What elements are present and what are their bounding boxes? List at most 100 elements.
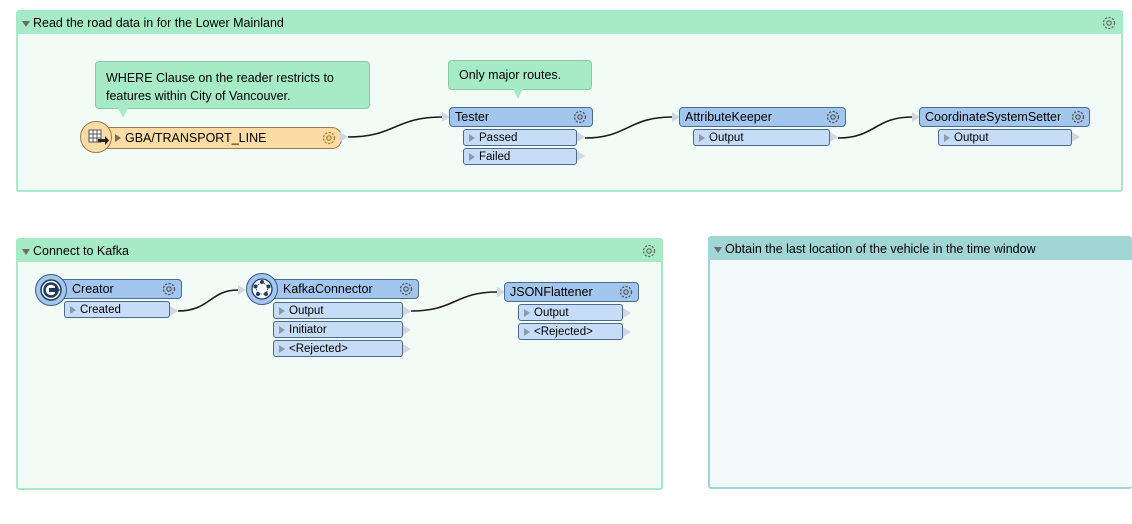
annotation-text: WHERE Clause on the reader restricts to … (106, 71, 334, 103)
port-triangle-icon (944, 133, 950, 142)
output-port-output[interactable]: Output (938, 129, 1072, 146)
transformer-label: Tester (455, 110, 490, 124)
bookmark-title: Read the road data in for the Lower Main… (33, 16, 284, 30)
output-port-arrow[interactable] (403, 325, 411, 335)
output-port-arrow[interactable] (340, 132, 348, 142)
connection-tester-attributekeeper (584, 116, 673, 139)
output-port-initiator[interactable]: Initiator (273, 321, 403, 338)
transformer-label: KafkaConnector (283, 282, 373, 296)
expand-triangle-icon[interactable] (115, 134, 121, 142)
annotation-major-routes[interactable]: Only major routes. (448, 60, 592, 90)
transformer-label: Creator (72, 282, 114, 296)
bookmark-header[interactable]: Obtain the last location of the vehicle … (710, 238, 1132, 260)
port-triangle-icon (524, 308, 530, 317)
port-label: Initiator (289, 323, 327, 336)
reader-head[interactable]: GBA/TRANSPORT_LINE (98, 127, 342, 149)
output-port-arrow[interactable] (403, 306, 411, 316)
transformer-head[interactable]: CoordinateSystemSetter (919, 107, 1090, 127)
gear-icon[interactable] (1101, 15, 1117, 31)
creator-icon (35, 274, 67, 306)
transformer-label: AttributeKeeper (685, 110, 772, 124)
transformer-coordinatesystemsetter[interactable]: CoordinateSystemSetter Output (912, 107, 1092, 149)
output-port-output[interactable]: Output (693, 129, 830, 146)
port-triangle-icon (469, 152, 475, 161)
output-port-arrow[interactable] (1072, 132, 1080, 142)
gear-icon[interactable] (398, 281, 414, 297)
transformer-tester[interactable]: Tester Passed Failed (442, 107, 593, 169)
table-reader-icon (80, 121, 112, 153)
input-port-arrow[interactable] (238, 285, 246, 295)
kafka-icon (246, 273, 278, 305)
transformer-attributekeeper[interactable]: AttributeKeeper Output (672, 107, 852, 149)
output-port-arrow[interactable] (623, 327, 631, 337)
collapse-triangle-icon[interactable] (22, 21, 30, 27)
bookmark-vehicle-location[interactable]: Obtain the last location of the vehicle … (708, 236, 1132, 489)
gear-icon[interactable] (825, 109, 841, 125)
port-label: <Rejected> (289, 342, 348, 355)
gear-icon[interactable] (641, 243, 657, 259)
port-label: Passed (479, 131, 518, 144)
port-triangle-icon (279, 344, 285, 353)
transformer-head[interactable]: Creator (51, 279, 182, 299)
connection-kafka-jsonflattener (410, 291, 498, 312)
port-label: Output (709, 131, 744, 144)
port-label: Created (80, 303, 121, 316)
annotation-tail (513, 89, 523, 99)
reader-node[interactable]: GBA/TRANSPORT_LINE (80, 120, 350, 154)
port-triangle-icon (70, 305, 76, 314)
input-port-arrow[interactable] (912, 112, 920, 122)
port-triangle-icon (699, 133, 705, 142)
collapse-triangle-icon[interactable] (714, 247, 722, 253)
gear-icon[interactable] (618, 284, 634, 300)
bookmark-title: Connect to Kafka (33, 244, 129, 258)
gear-icon[interactable] (572, 109, 588, 125)
connection-attributekeeper-coordsetter (837, 116, 913, 139)
transformer-label: JSONFlattener (510, 285, 593, 299)
output-port-arrow[interactable] (577, 151, 585, 161)
port-label: Failed (479, 150, 511, 163)
transformer-head[interactable]: KafkaConnector (263, 279, 419, 299)
connection-creator-kafka (177, 289, 239, 312)
bookmark-header[interactable]: Connect to Kafka (18, 240, 661, 262)
output-port-output[interactable]: Output (518, 304, 623, 321)
input-port-arrow[interactable] (442, 112, 450, 122)
port-label: Output (289, 304, 324, 317)
output-port-rejected[interactable]: <Rejected> (518, 323, 623, 340)
annotation-tail (118, 108, 128, 118)
output-port-output[interactable]: Output (273, 302, 403, 319)
gear-icon[interactable] (1070, 109, 1086, 125)
transformer-jsonflattener[interactable]: JSONFlattener Output <Rejected> (497, 282, 647, 344)
output-port-rejected[interactable]: <Rejected> (273, 340, 403, 357)
output-port-failed[interactable]: Failed (463, 148, 577, 165)
port-label: <Rejected> (534, 325, 593, 338)
bookmark-title: Obtain the last location of the vehicle … (725, 242, 1036, 256)
output-port-arrow[interactable] (577, 132, 585, 142)
transformer-head[interactable]: Tester (449, 107, 593, 127)
gear-icon[interactable] (321, 130, 337, 146)
input-port-arrow[interactable] (497, 287, 505, 297)
gear-icon[interactable] (161, 281, 177, 297)
output-port-arrow[interactable] (170, 306, 178, 316)
transformer-head[interactable]: AttributeKeeper (679, 107, 846, 127)
transformer-kafkaconnector[interactable]: KafkaConnector Output Initiator <Rejecte… (238, 273, 423, 361)
port-triangle-icon (279, 306, 285, 315)
collapse-triangle-icon[interactable] (22, 249, 30, 255)
transformer-creator[interactable]: Creator Created (35, 274, 185, 324)
reader-label: GBA/TRANSPORT_LINE (125, 131, 267, 145)
transformer-label: CoordinateSystemSetter (925, 110, 1062, 124)
bookmark-header[interactable]: Read the road data in for the Lower Main… (18, 12, 1121, 34)
output-port-arrow[interactable] (830, 132, 838, 142)
annotation-where-clause[interactable]: WHERE Clause on the reader restricts to … (95, 61, 370, 109)
output-port-arrow[interactable] (403, 344, 411, 354)
port-label: Output (534, 306, 569, 319)
transformer-head[interactable]: JSONFlattener (504, 282, 639, 302)
port-triangle-icon (469, 133, 475, 142)
output-port-created[interactable]: Created (64, 301, 170, 318)
connection-reader-tester (347, 116, 443, 138)
port-label: Output (954, 131, 989, 144)
output-port-passed[interactable]: Passed (463, 129, 577, 146)
input-port-arrow[interactable] (672, 112, 680, 122)
output-port-arrow[interactable] (623, 308, 631, 318)
port-triangle-icon (279, 325, 285, 334)
